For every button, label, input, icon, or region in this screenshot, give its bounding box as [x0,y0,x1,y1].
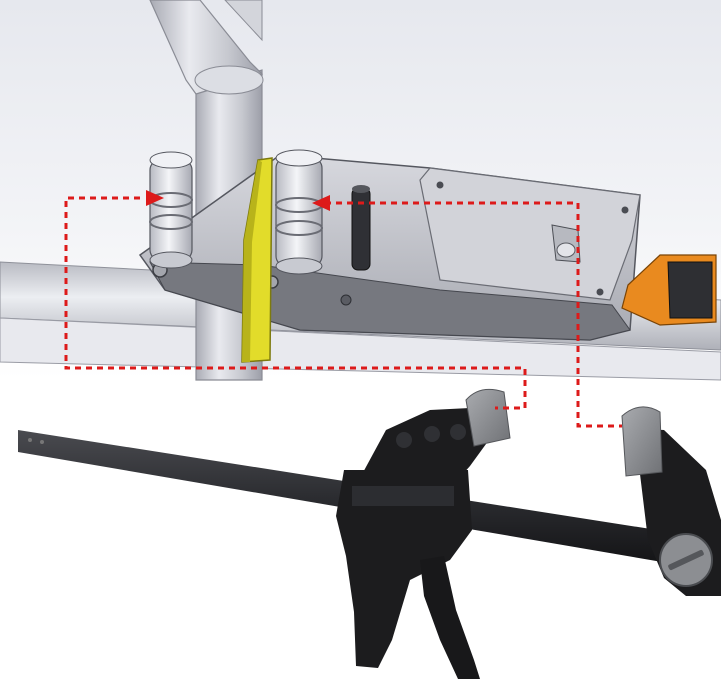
dashed-loop-left [64,196,527,410]
clamp-fixed-pad [621,406,663,477]
guide-pin [351,187,371,271]
horizontal-tube-lower [0,317,721,381]
bracket-hole [436,181,444,189]
bracket-top-face [419,167,641,301]
right-roller-stack [275,149,323,275]
lever-grip [667,261,713,319]
clamp-trigger [420,556,480,679]
arrow-right-icon [146,190,164,206]
bracket-hole [621,206,629,214]
arrow-left-icon [312,195,330,211]
tube-branch [224,0,263,42]
latch-knob [556,242,576,258]
highlight-plate-shade [242,160,262,362]
bracket-hole [340,294,352,306]
cad-assembly-render [0,0,721,381]
bracket-hole [596,288,604,296]
tube-joint [194,65,264,95]
clamp-movable-pad [465,388,511,447]
dashed-loop-right [325,201,622,428]
clamp-body [336,470,472,668]
bar-clamp-photo [18,388,721,679]
annotation-dashes [64,196,622,428]
left-roller-stack [149,151,193,269]
